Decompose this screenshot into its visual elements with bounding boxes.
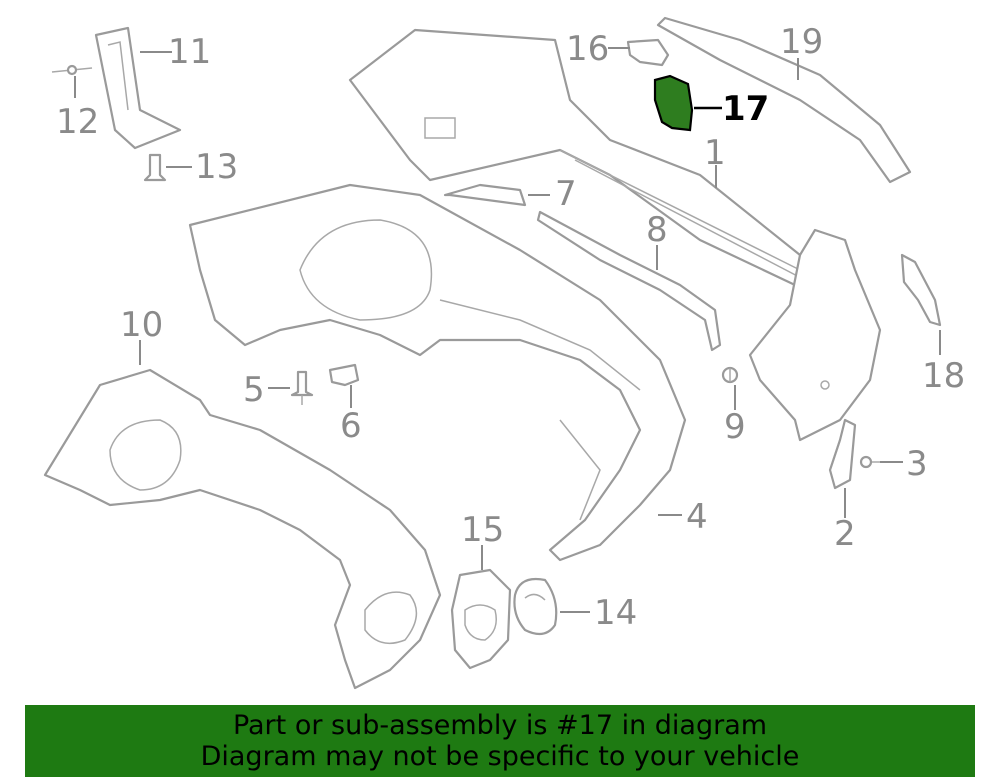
callout-19: 19: [780, 22, 823, 62]
callout-2: 2: [834, 514, 856, 554]
banner-line-1: Part or sub-assembly is #17 in diagram: [232, 710, 768, 741]
part-11-bracket: [94, 26, 182, 150]
callout-6: 6: [340, 406, 362, 446]
part-3-screw: [859, 455, 880, 469]
callout-8: 8: [646, 210, 668, 250]
callout-1: 1: [704, 133, 726, 173]
callout-7: 7: [555, 174, 577, 214]
part-8-strip: [536, 210, 722, 352]
part-1-side-panel: [748, 228, 882, 442]
callout-12: 12: [56, 102, 99, 142]
callout-4: 4: [686, 497, 708, 537]
banner-line-2: Diagram may not be specific to your vehi…: [200, 741, 800, 772]
callout-3: 3: [906, 444, 928, 484]
callout-17-highlighted: 17: [722, 89, 769, 129]
callout-labels: 1 2 3 4 5 6 7 8 9 10 11 12 13 14 15 16 1…: [56, 22, 965, 633]
part-13-push-pin: [143, 153, 167, 182]
part-16-clip: [626, 38, 670, 67]
part-19-strip: [656, 16, 912, 184]
info-banner: Part or sub-assembly is #17 in diagram D…: [25, 705, 975, 777]
part-6-clip: [328, 363, 360, 387]
part-15-bracket: [450, 568, 512, 670]
callout-9: 9: [724, 407, 746, 447]
callout-16: 16: [566, 29, 609, 69]
callout-13: 13: [195, 147, 238, 187]
part-5-push-pin: [290, 370, 314, 405]
part-14-cap: [513, 577, 558, 636]
callout-10: 10: [120, 305, 163, 345]
leader-lines: [74, 47, 941, 613]
part-18-bracket: [900, 253, 942, 327]
part-4-main-bumper: [188, 183, 687, 562]
callout-11: 11: [168, 32, 211, 72]
callout-5: 5: [243, 370, 265, 410]
part-12-bolt: [51, 64, 93, 76]
part-10-diffuser: [43, 368, 442, 690]
callout-15: 15: [461, 510, 504, 550]
part-2-bracket: [828, 418, 857, 490]
part-9-clip: [721, 366, 739, 384]
part-1-upper-cover: [348, 28, 847, 292]
callout-14: 14: [594, 593, 637, 633]
callout-18: 18: [922, 356, 965, 396]
part-17-bracket-highlighted[interactable]: [653, 74, 694, 132]
part-7-trim: [443, 183, 527, 207]
